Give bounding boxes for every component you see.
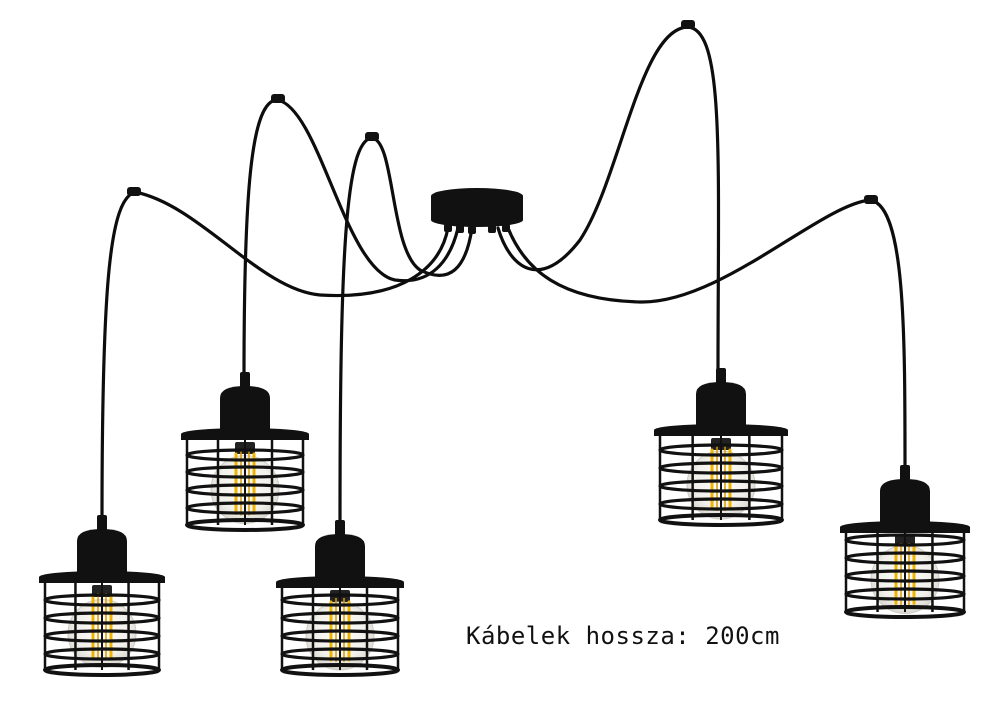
cable-lamp-2 (242, 98, 460, 380)
cable-lamp-5 (506, 198, 907, 472)
cables (100, 25, 907, 527)
cable-lamp-4 (496, 25, 721, 374)
clip-5 (864, 195, 878, 204)
pendant-lamp-4 (654, 368, 788, 527)
clip-3 (365, 132, 379, 141)
cable-length-caption: Kábelek hossza: 200cm (466, 622, 780, 650)
pendant-lamp-2 (181, 372, 309, 532)
ceiling-canopy (431, 188, 523, 234)
cable-clips (127, 20, 878, 204)
cable-lamp-3 (338, 136, 474, 527)
clip-4 (681, 20, 695, 29)
pendant-lamp-5 (840, 465, 970, 619)
cable-lamp-1 (100, 190, 450, 522)
pendant-lamp-3 (276, 520, 404, 677)
pendant-lamp-1 (39, 515, 165, 677)
clip-2 (271, 94, 285, 103)
lamp-shades (39, 368, 970, 677)
clip-1 (127, 187, 141, 196)
